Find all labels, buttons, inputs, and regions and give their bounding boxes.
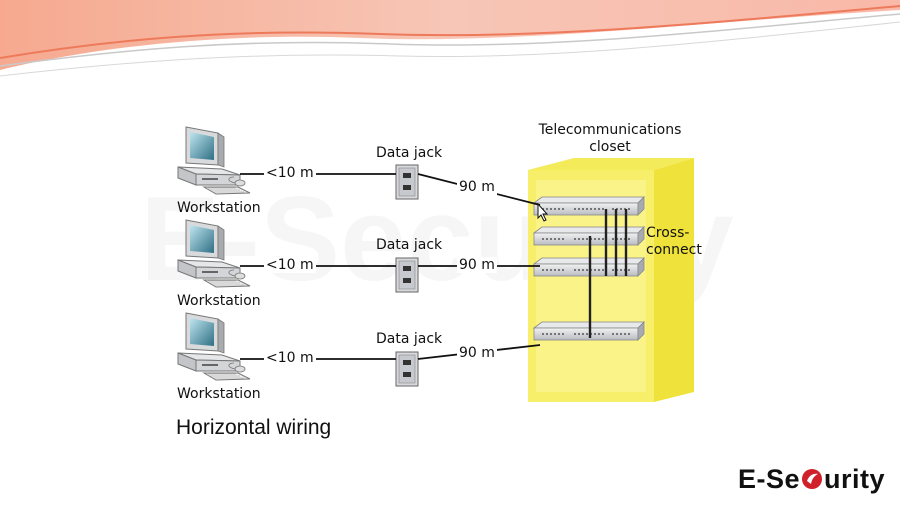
patch-distance-label: <10 m (264, 350, 316, 366)
telecom-closet (528, 158, 694, 402)
workstation-label: Workstation (177, 386, 261, 402)
data-jack-label: Data jack (376, 237, 443, 253)
patch-distance-label: <10 m (264, 165, 316, 181)
workstation-1-icon (177, 126, 251, 195)
brand-prefix: E-Se (738, 464, 801, 494)
data-jack-3-icon (395, 351, 419, 387)
cross-connect-cables (588, 209, 628, 338)
data-jack-label: Data jack (376, 331, 443, 347)
shield-logo-icon (802, 469, 823, 489)
cursor-icon (537, 202, 549, 222)
brand-logo: E-Se urity (738, 464, 885, 495)
workstation-label: Workstation (177, 200, 261, 216)
data-jack-1-icon (395, 164, 419, 200)
patch-distance-label: <10 m (264, 257, 316, 273)
horizontal-distance-label: 90 m (457, 345, 497, 361)
cross-connect-label: Cross- connect (646, 225, 702, 258)
data-jack-label: Data jack (376, 145, 443, 161)
workstation-3-icon (177, 312, 251, 381)
workstation-2-icon (177, 219, 251, 288)
horizontal-distance-label: 90 m (457, 179, 497, 195)
horizontal-distance-label: 90 m (457, 257, 497, 273)
header-banner (0, 0, 900, 77)
closet-title: Telecommunications closet (538, 122, 682, 155)
workstation-label: Workstation (177, 293, 261, 309)
data-jack-2-icon (395, 257, 419, 293)
slide-caption: Horizontal wiring (176, 416, 332, 439)
brand-suffix: urity (824, 464, 886, 494)
patch-panel-1 (533, 196, 645, 216)
